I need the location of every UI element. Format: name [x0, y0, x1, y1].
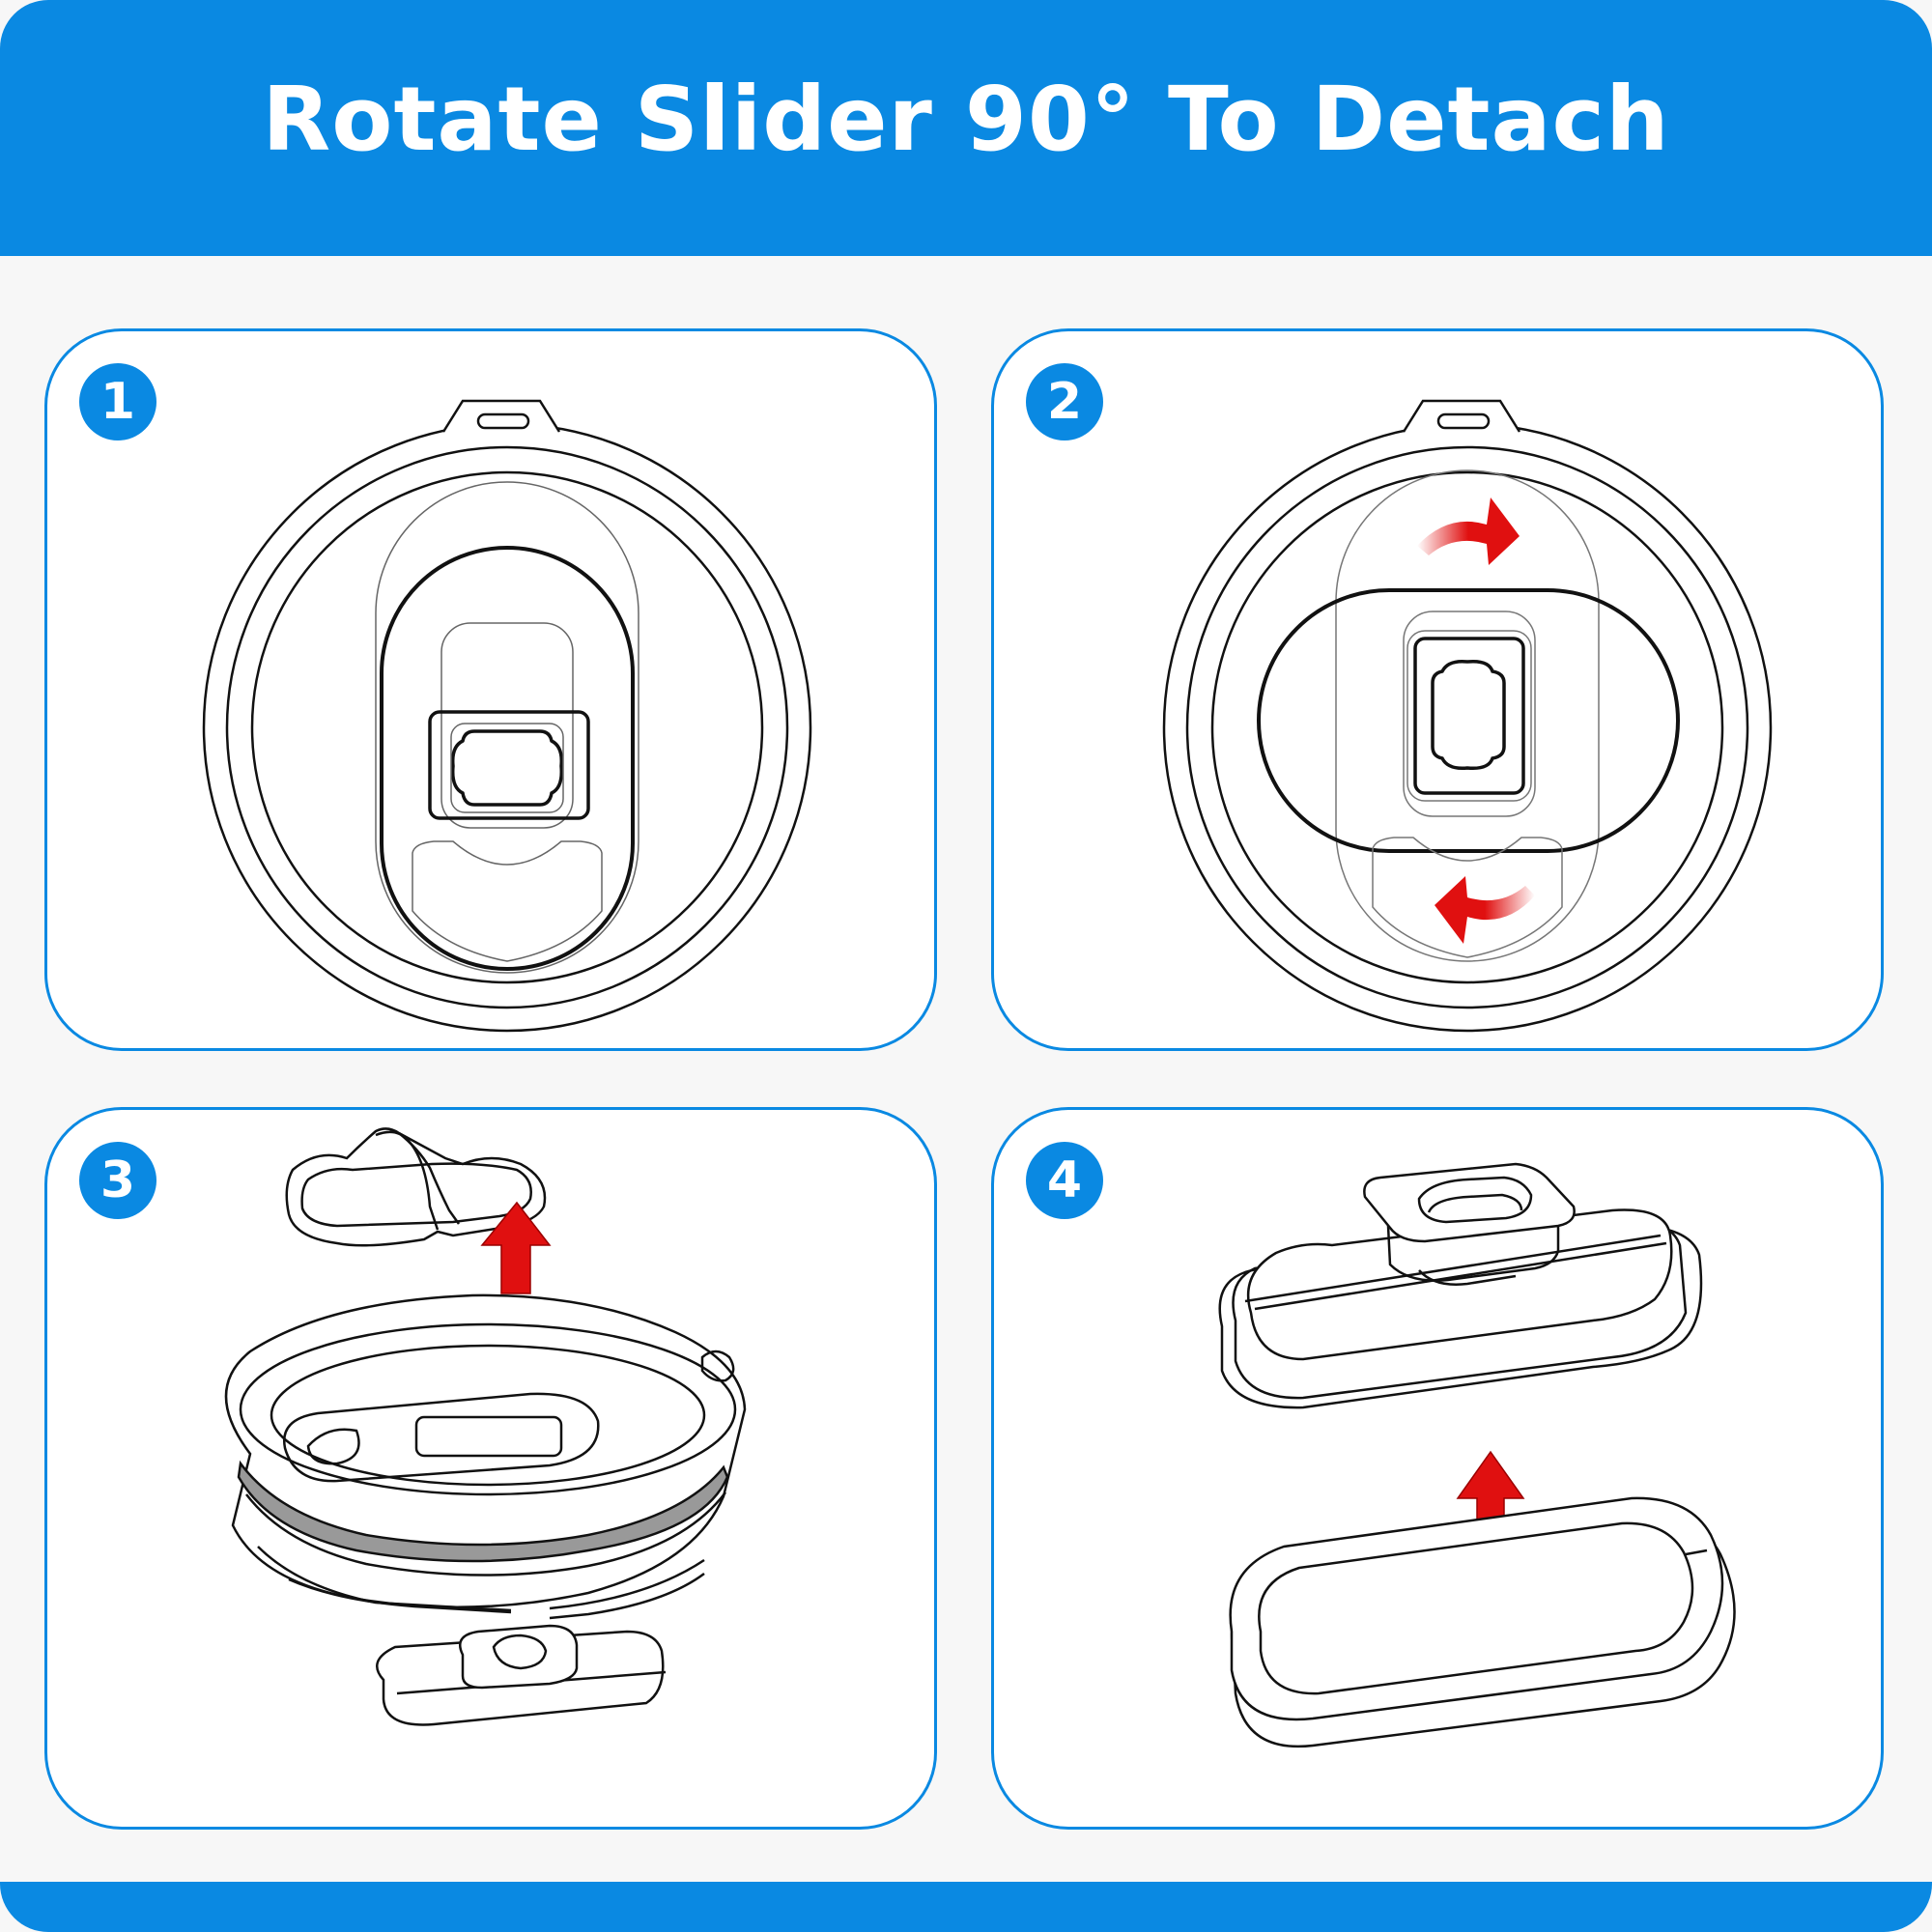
slider-removal-illustration — [224, 1127, 747, 1726]
step-3-panel: 3 — [44, 1107, 937, 1830]
step-4-panel: 4 — [991, 1107, 1884, 1830]
header-bar: Rotate Slider 90° To Detach — [0, 0, 1932, 256]
lid-top-view-illustration — [202, 399, 812, 1033]
lid-rotated-slider-illustration — [1162, 399, 1773, 1033]
step-number-badge: 1 — [79, 363, 156, 440]
footer-bar — [0, 1882, 1932, 1932]
page-title: Rotate Slider 90° To Detach — [262, 68, 1670, 171]
step-2-panel: 2 — [991, 328, 1884, 1051]
step-1-panel: 1 — [44, 328, 937, 1051]
step-number-badge: 4 — [1026, 1142, 1103, 1219]
step-number-badge: 3 — [79, 1142, 156, 1219]
step-number-badge: 2 — [1026, 363, 1103, 440]
gasket-removal-illustration — [1218, 1162, 1736, 1748]
